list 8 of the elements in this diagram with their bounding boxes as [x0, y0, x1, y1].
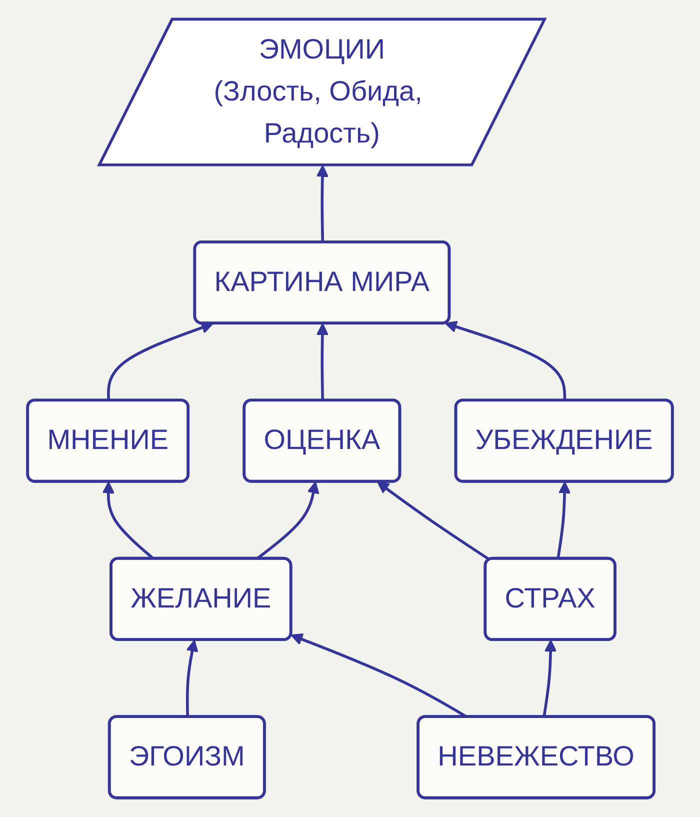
arrow	[316, 164, 329, 243]
arrow	[316, 323, 329, 401]
arrow	[377, 481, 491, 561]
arrow	[107, 322, 214, 401]
arrow	[542, 640, 557, 718]
arrow	[186, 640, 198, 718]
arrow	[444, 320, 566, 401]
arrow	[556, 481, 571, 560]
